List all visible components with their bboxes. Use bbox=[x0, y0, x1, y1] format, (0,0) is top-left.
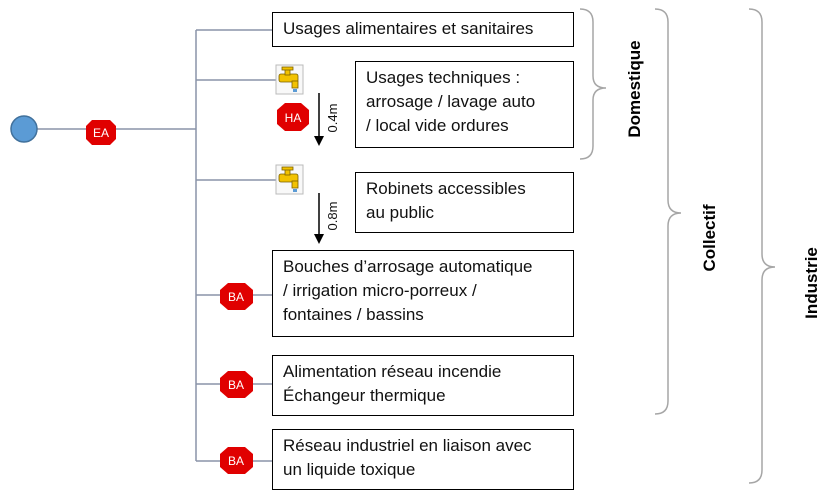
ba-valve-3-label: BA bbox=[228, 454, 244, 468]
box-line: Bouches d’arrosage automatique bbox=[283, 257, 533, 276]
box-line: un liquide toxique bbox=[283, 460, 416, 479]
box-line: au public bbox=[366, 203, 435, 222]
box-line: / local vide ordures bbox=[366, 116, 509, 135]
box-line: Réseau industriel en liaison avec bbox=[283, 436, 532, 455]
ba-valve-2-label: BA bbox=[228, 378, 244, 392]
box-line: fontaines / bassins bbox=[283, 305, 424, 324]
bracket-domestique bbox=[579, 8, 607, 160]
distance-label-2: 0.8m bbox=[325, 202, 340, 231]
ba-valve-3: BA bbox=[220, 447, 253, 474]
bracket-industrie bbox=[748, 8, 776, 484]
box-line: arrosage / lavage auto bbox=[366, 92, 536, 111]
bracket-collectif bbox=[654, 8, 682, 415]
ba-valve-1: BA bbox=[220, 283, 253, 310]
water-source-icon bbox=[10, 115, 38, 143]
ha-valve: HA bbox=[277, 103, 309, 131]
distance-arrow-1 bbox=[314, 93, 324, 146]
faucet-icon bbox=[275, 164, 304, 195]
box-line: Usages techniques : bbox=[366, 68, 521, 87]
faucet-icon bbox=[275, 64, 304, 95]
usage-box-industriel: Réseau industriel en liaison avec un liq… bbox=[272, 429, 574, 490]
usage-box-arrosage: Bouches d’arrosage automatique / irrigat… bbox=[272, 250, 574, 337]
ea-valve-label: EA bbox=[93, 126, 109, 140]
category-label-collectif: Collectif bbox=[700, 204, 719, 272]
category-label-domestique: Domestique bbox=[625, 40, 644, 138]
ea-valve: EA bbox=[86, 120, 116, 145]
ba-valve-1-label: BA bbox=[228, 290, 244, 304]
box-line: / irrigation micro-porreux / bbox=[283, 281, 477, 300]
box-line: Usages alimentaires et sanitaires bbox=[283, 19, 534, 38]
distance-arrow-2 bbox=[314, 193, 324, 244]
ba-valve-2: BA bbox=[220, 371, 253, 398]
usage-box-techniques: Usages techniques : arrosage / lavage au… bbox=[355, 61, 574, 148]
usage-box-incendie: Alimentation réseau incendie Échangeur t… bbox=[272, 355, 574, 416]
ha-valve-label: HA bbox=[285, 111, 302, 125]
usage-box-alimentaire: Usages alimentaires et sanitaires bbox=[272, 12, 574, 47]
box-line: Alimentation réseau incendie bbox=[283, 362, 502, 381]
box-line: Robinets accessibles bbox=[366, 179, 526, 198]
box-line: Échangeur thermique bbox=[283, 386, 446, 405]
distance-label-1: 0.4m bbox=[325, 104, 340, 133]
category-label-industrie: Industrie bbox=[802, 247, 818, 319]
usage-box-robinets: Robinets accessibles au public bbox=[355, 172, 574, 233]
